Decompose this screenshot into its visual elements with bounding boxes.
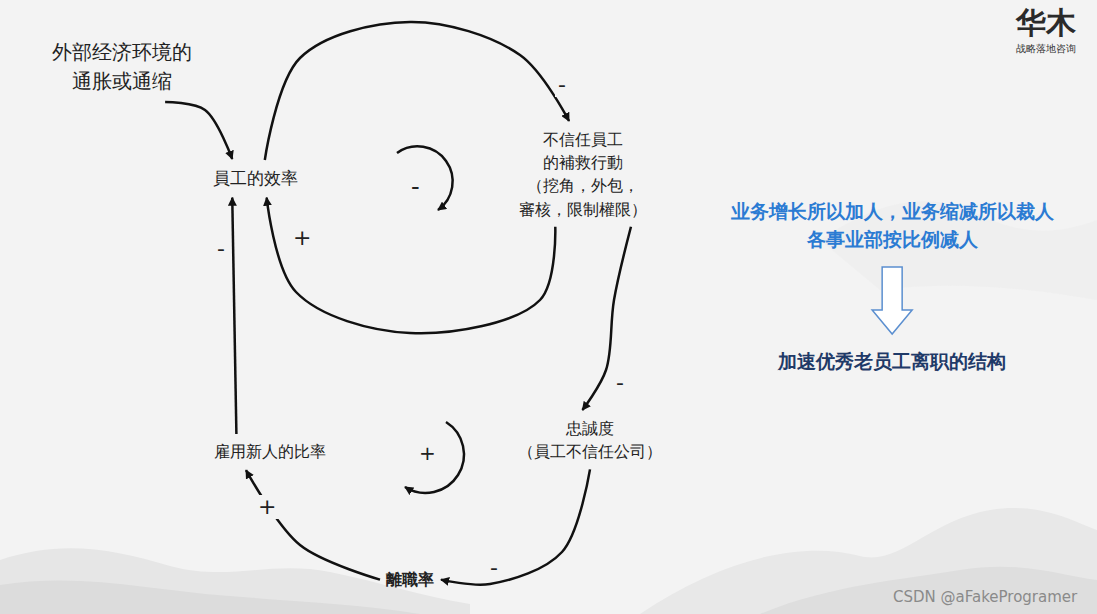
variable-node: 雇用新人的比率 bbox=[210, 436, 330, 467]
node-text: 外部经济环境的 通胀或通缩 bbox=[49, 38, 195, 96]
node-text: 雇用新人的比率 bbox=[214, 440, 326, 463]
variable-node: 忠誠度（員工不信任公司） bbox=[514, 413, 666, 467]
causal-link bbox=[232, 198, 236, 434]
variable-node: 业务增长所以加人，业务缩减所以裁人 各事业部按比例减人 bbox=[723, 194, 1062, 257]
causal-link bbox=[165, 102, 232, 159]
variable-node: 不信任員工 的補救行動（挖角，外包， 審核，限制權限） bbox=[514, 124, 652, 225]
variable-node: 員工的效率 bbox=[209, 162, 302, 195]
loop-polarity: + bbox=[416, 442, 439, 464]
node-text: 忠誠度 bbox=[518, 417, 662, 440]
causal-link bbox=[267, 198, 556, 334]
loop-symbol bbox=[397, 146, 453, 210]
polarity-sign: - bbox=[487, 556, 501, 580]
polarity-sign: + bbox=[255, 495, 279, 519]
causal-link bbox=[582, 227, 631, 410]
block-arrow bbox=[872, 267, 912, 334]
node-text: 加速优秀老员工离职的结构 bbox=[778, 348, 1006, 376]
variable-node: 加速优秀老员工离职的结构 bbox=[774, 344, 1010, 380]
mountain-shape bbox=[760, 567, 1097, 614]
mountain-shape bbox=[0, 548, 470, 614]
node-text: 員工的效率 bbox=[213, 166, 298, 191]
causal-link bbox=[441, 469, 590, 584]
causal-link bbox=[265, 22, 569, 160]
polarity-sign: + bbox=[290, 226, 314, 250]
logo-subtitle: 战略落地咨询 bbox=[1013, 43, 1079, 54]
variable-node: 外部经济环境的 通胀或通缩 bbox=[45, 34, 199, 100]
loop-symbol bbox=[405, 422, 464, 493]
node-text: 不信任員工 的補救行動 bbox=[540, 128, 626, 174]
polarity-sign: - bbox=[613, 371, 627, 395]
polarity-sign: - bbox=[214, 237, 228, 261]
mountain-shape bbox=[0, 580, 420, 614]
node-text: （員工不信任公司） bbox=[518, 440, 662, 463]
mountain-shape bbox=[640, 508, 1097, 614]
node-text: 離職率 bbox=[386, 568, 434, 591]
causal-link bbox=[246, 470, 380, 579]
node-text: 业务增长所以加人，业务缩减所以裁人 各事业部按比例减人 bbox=[727, 198, 1058, 253]
mountain-shape bbox=[820, 201, 1097, 300]
variable-node: 離職率 bbox=[382, 564, 438, 595]
loop-polarity: - bbox=[408, 174, 423, 200]
node-text: （挖角，外包， 審核，限制權限） bbox=[518, 174, 648, 220]
polarity-sign: - bbox=[555, 73, 569, 97]
watermark: CSDN @aFakeProgramer bbox=[890, 589, 1080, 606]
logo-text: 华木 bbox=[1013, 6, 1079, 39]
